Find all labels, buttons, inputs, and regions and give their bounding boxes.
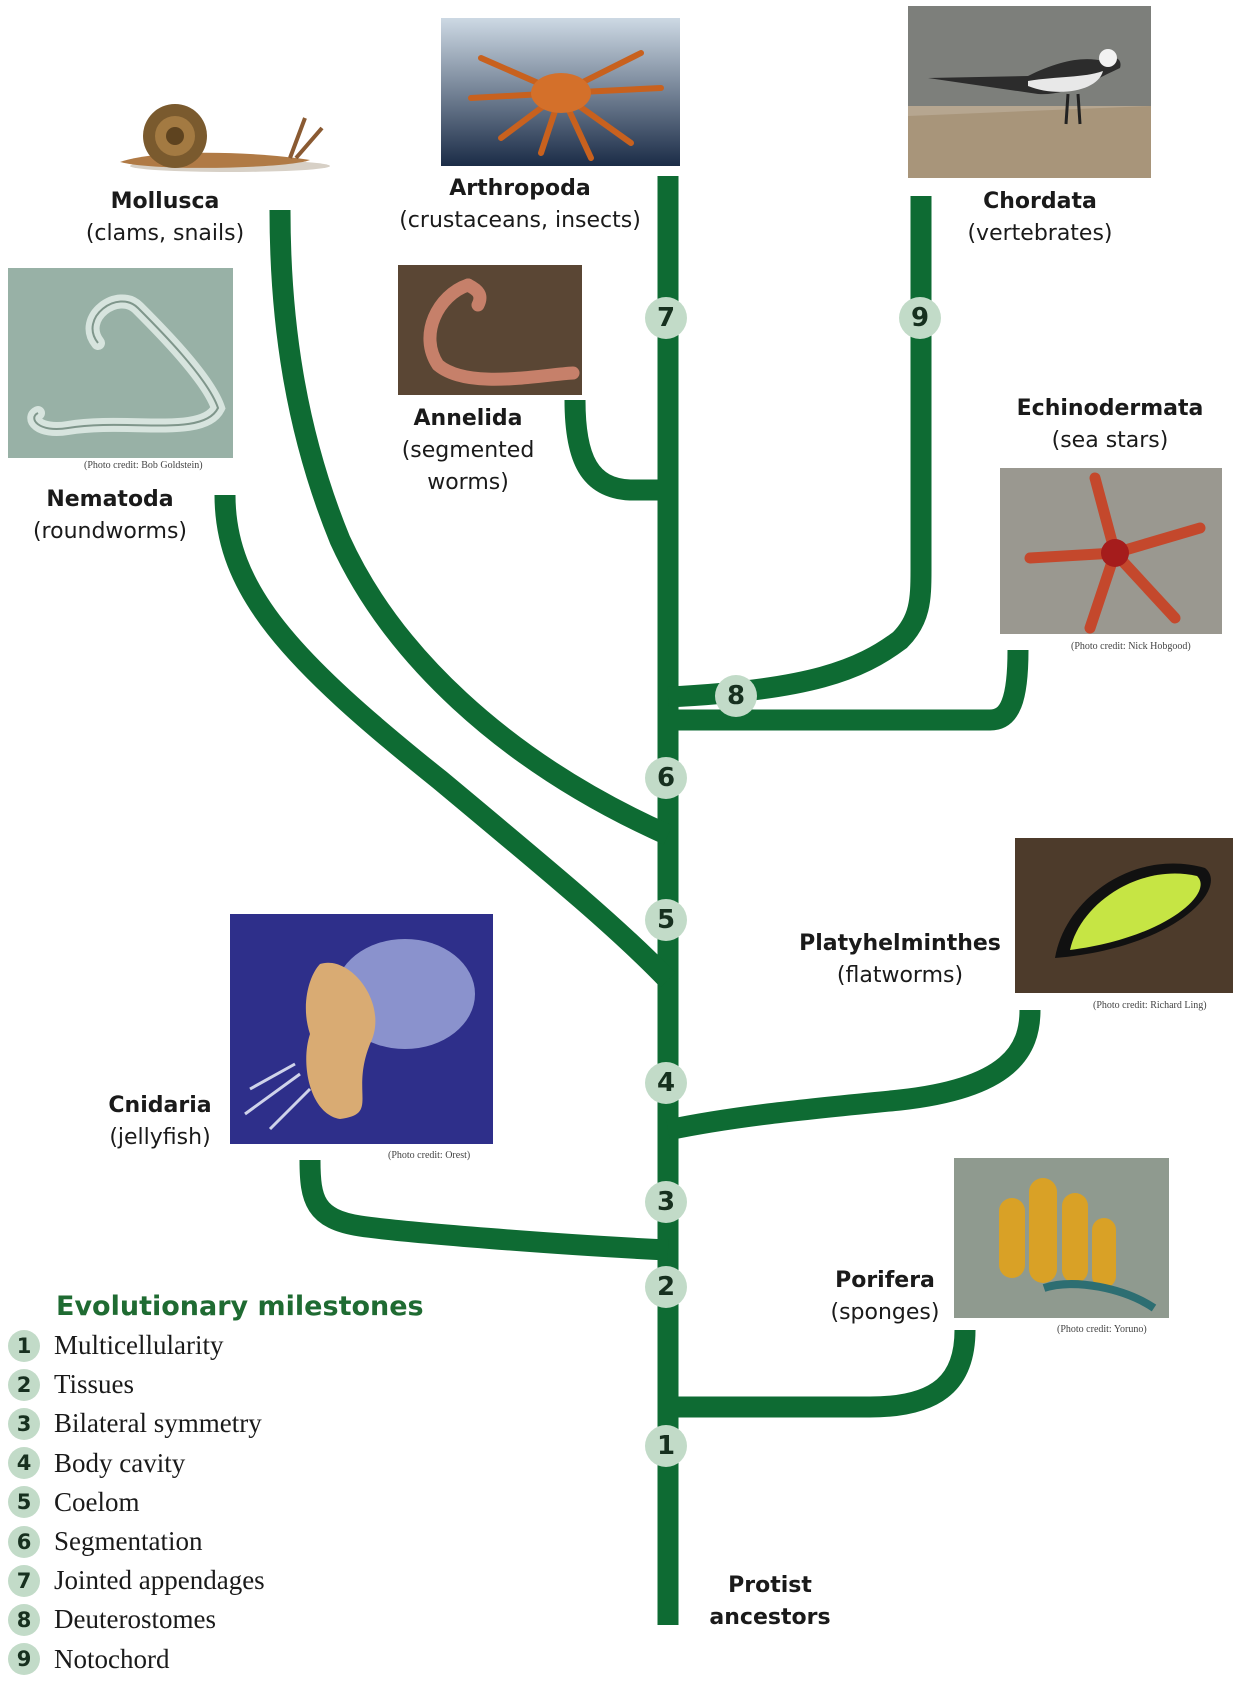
milestone-marker-8: 8 (715, 675, 757, 717)
echinodermata-common-name: (sea stars) (1010, 425, 1210, 457)
branch-cnidaria (310, 1160, 668, 1250)
cnidaria-name: Cnidaria (95, 1090, 225, 1122)
nematoda-photo (8, 268, 233, 458)
milestone-marker-3: 3 (645, 1181, 687, 1223)
legend-label: Tissues (54, 1369, 134, 1400)
milestone-marker-2: 2 (645, 1266, 687, 1308)
legend-number: 9 (8, 1643, 40, 1675)
cnidaria-common-name: (jellyfish) (95, 1122, 225, 1154)
legend-label: Body cavity (54, 1448, 185, 1479)
milestones-legend: Evolutionary milestones 1 Multicellulari… (8, 1290, 424, 1679)
legend-item: 9 Notochord (8, 1640, 424, 1679)
legend-number: 1 (8, 1330, 40, 1362)
platyhelminthes-credit: (Photo credit: Richard Ling) (1093, 1000, 1207, 1011)
chordata-name: Chordata (955, 186, 1125, 218)
branch-porifera (668, 1330, 965, 1407)
annelida-photo (398, 265, 582, 395)
milestone-marker-7: 7 (645, 297, 687, 339)
mollusca-name: Mollusca (70, 186, 260, 218)
echinodermata-credit: (Photo credit: Nick Hobgood) (1071, 641, 1191, 652)
root-label: Protist ancestors (700, 1570, 840, 1634)
legend-item: 3 Bilateral symmetry (8, 1404, 424, 1443)
platyhelminthes-label: Platyhelminthes (flatworms) (795, 928, 1005, 992)
legend-label: Multicellularity (54, 1330, 223, 1361)
legend-item: 5 Coelom (8, 1483, 424, 1522)
legend-item: 6 Segmentation (8, 1522, 424, 1561)
platyhelminthes-photo (1015, 838, 1233, 993)
root-name: Protist (700, 1570, 840, 1602)
legend-number: 3 (8, 1408, 40, 1440)
milestone-marker-5: 5 (645, 899, 687, 941)
mollusca-photo (100, 88, 330, 178)
legend-number: 6 (8, 1526, 40, 1558)
milestone-marker-9: 9 (899, 297, 941, 339)
cnidaria-photo (230, 914, 493, 1144)
porifera-common-name: (sponges) (815, 1297, 955, 1329)
branch-chordata (668, 196, 921, 697)
branch-platyhelminthes (668, 1010, 1030, 1130)
branch-nematoda (225, 495, 668, 980)
platyhelminthes-name: Platyhelminthes (795, 928, 1005, 960)
arthropoda-photo (441, 18, 680, 166)
chordata-photo (908, 6, 1151, 178)
porifera-credit: (Photo credit: Yoruno) (1057, 1324, 1147, 1335)
legend-label: Coelom (54, 1487, 140, 1518)
mollusca-common-name: (clams, snails) (70, 218, 260, 250)
milestone-marker-1: 1 (645, 1425, 687, 1467)
echinodermata-name: Echinodermata (1010, 393, 1210, 425)
legend-item: 7 Jointed appendages (8, 1561, 424, 1600)
nematoda-common-name: (roundworms) (20, 516, 200, 548)
annelida-name: Annelida (383, 403, 553, 435)
nematoda-credit: (Photo credit: Bob Goldstein) (84, 460, 203, 471)
legend-number: 5 (8, 1486, 40, 1518)
legend-number: 8 (8, 1604, 40, 1636)
root-name-2: ancestors (700, 1602, 840, 1634)
chordata-label: Chordata (vertebrates) (955, 186, 1125, 250)
mollusca-label: Mollusca (clams, snails) (70, 186, 260, 250)
legend-item: 1 Multicellularity (8, 1326, 424, 1365)
legend-label: Notochord (54, 1644, 169, 1675)
milestone-marker-6: 6 (645, 757, 687, 799)
legend-item: 4 Body cavity (8, 1444, 424, 1483)
legend-number: 7 (8, 1565, 40, 1597)
nematoda-name: Nematoda (20, 484, 200, 516)
legend-number: 4 (8, 1447, 40, 1479)
milestone-marker-4: 4 (645, 1062, 687, 1104)
platyhelminthes-common-name: (flatworms) (795, 960, 1005, 992)
legend-label: Bilateral symmetry (54, 1408, 262, 1439)
arthropoda-label: Arthropoda (crustaceans, insects) (385, 173, 655, 237)
legend-label: Segmentation (54, 1526, 202, 1557)
cnidaria-label: Cnidaria (jellyfish) (95, 1090, 225, 1154)
legend-label: Jointed appendages (54, 1565, 265, 1596)
branch-annelida (575, 400, 668, 490)
cnidaria-credit: (Photo credit: Orest) (388, 1150, 470, 1161)
porifera-photo (954, 1158, 1169, 1318)
arthropoda-common-name: (crustaceans, insects) (385, 205, 655, 237)
annelida-label: Annelida (segmented worms) (383, 403, 553, 499)
annelida-common-name: (segmented (383, 435, 553, 467)
legend-number: 2 (8, 1369, 40, 1401)
legend-title: Evolutionary milestones (56, 1290, 424, 1324)
chordata-common-name: (vertebrates) (955, 218, 1125, 250)
annelida-common-name-2: worms) (383, 467, 553, 499)
legend-label: Deuterostomes (54, 1604, 216, 1635)
echinodermata-label: Echinodermata (sea stars) (1010, 393, 1210, 457)
nematoda-label: Nematoda (roundworms) (20, 484, 200, 548)
porifera-label: Porifera (sponges) (815, 1265, 955, 1329)
legend-item: 8 Deuterostomes (8, 1600, 424, 1639)
arthropoda-name: Arthropoda (385, 173, 655, 205)
porifera-name: Porifera (815, 1265, 955, 1297)
legend-item: 2 Tissues (8, 1365, 424, 1404)
echinodermata-photo (1000, 468, 1222, 634)
